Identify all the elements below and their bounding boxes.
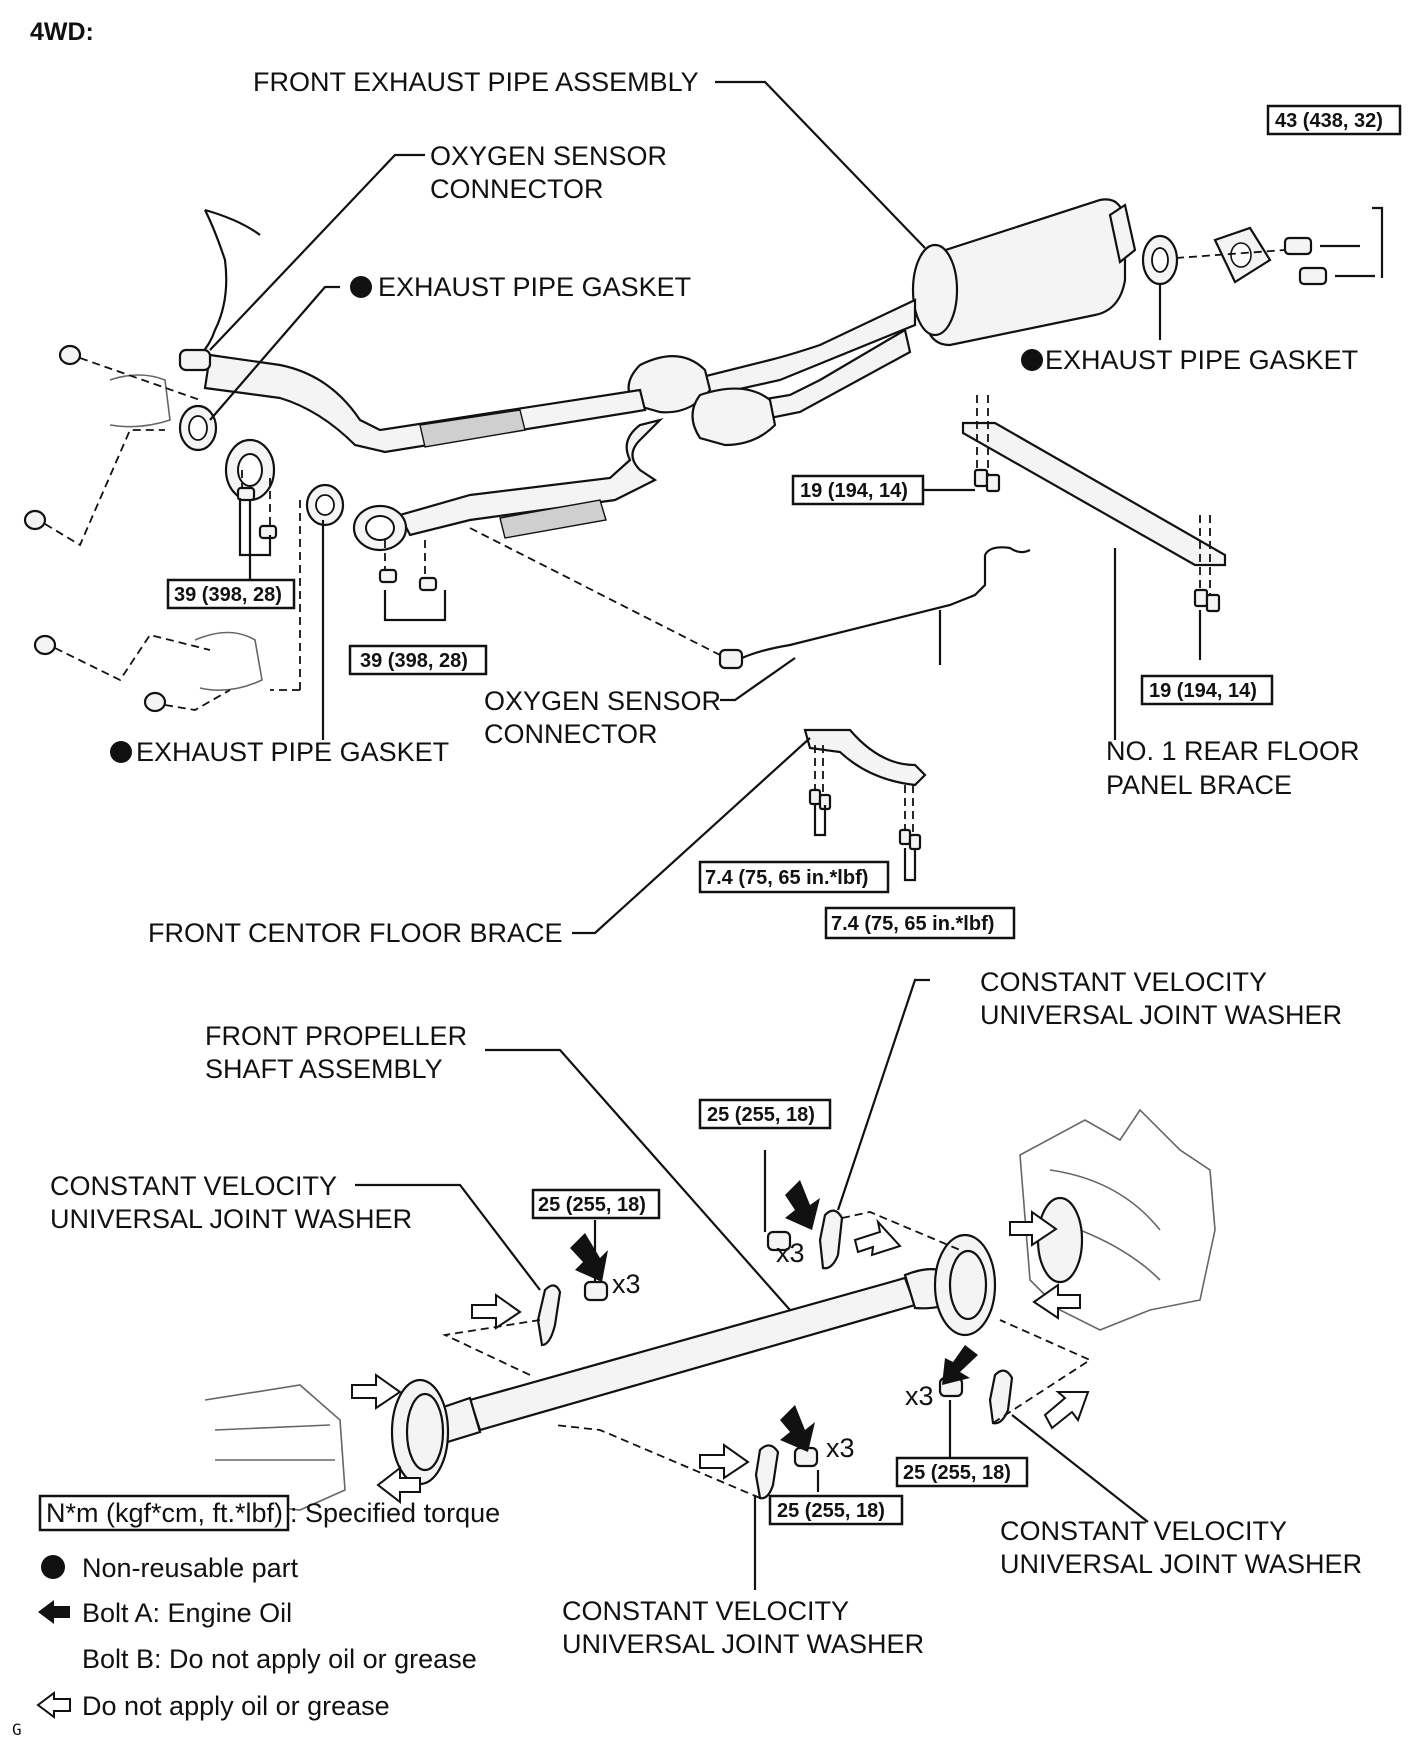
part-labels: FRONT EXHAUST PIPE ASSEMBLY OXYGEN SENSO… (50, 67, 1362, 1659)
oxygen-sensor-mid-part (469, 527, 1031, 670)
front-center-floor-brace-part (803, 728, 927, 851)
label-exhaust-pipe-gasket-right: EXHAUST PIPE GASKET (1045, 345, 1358, 375)
torque-19-b: 19 (194, 14) (1149, 680, 1257, 702)
label-exhaust-pipe-gasket-upper: EXHAUST PIPE GASKET (378, 272, 691, 302)
legend-black-arrow-icon (38, 1600, 70, 1624)
propeller-alignment-dashes (441, 1211, 1092, 1499)
legend: N*m (kgf*cm, ft.*lbf) : Specified torque… (12, 1494, 500, 1739)
x3-label: x3 (776, 1238, 805, 1268)
label-exhaust-pipe-gasket-lower: EXHAUST PIPE GASKET (136, 737, 449, 767)
torque-39-a: 39 (398, 28) (174, 584, 282, 606)
x3-label: x3 (612, 1269, 641, 1299)
propeller-bolts (583, 1230, 964, 1468)
torque-19-a: 19 (194, 14) (800, 480, 908, 502)
torque-39-b: 39 (398, 28) (360, 650, 468, 672)
label-oxygen-sensor-connector-top-1: OXYGEN SENSOR (430, 141, 667, 171)
label-cvj-washer-d-2: UNIVERSAL JOINT WASHER (562, 1629, 924, 1659)
x3-label: x3 (905, 1381, 934, 1411)
legend-no-oil: Do not apply oil or grease (82, 1691, 390, 1721)
label-oxygen-sensor-connector-top-2: CONNECTOR (430, 174, 604, 204)
label-oxygen-sensor-connector-mid-1: OXYGEN SENSOR (484, 686, 721, 716)
section-title: 4WD: (30, 18, 94, 46)
label-oxygen-sensor-connector-mid-2: CONNECTOR (484, 719, 658, 749)
legend-dot-icon (41, 1555, 65, 1579)
exhaust-manifold-stubs (23, 344, 301, 713)
label-cvj-washer-b-1: CONSTANT VELOCITY (50, 1171, 337, 1201)
label-cvj-washer-a-1: CONSTANT VELOCITY (980, 967, 1267, 997)
legend-unit-box: N*m (kgf*cm, ft.*lbf) (46, 1498, 283, 1528)
x3-label: x3 (826, 1433, 855, 1463)
exhaust-pipe-gasket-right-part (1141, 234, 1179, 286)
torque-25-b: 25 (255, 18) (538, 1194, 646, 1216)
torque-25-d: 25 (255, 18) (777, 1500, 885, 1522)
legend-non-reusable: Non-reusable part (82, 1553, 299, 1583)
no-oil-arrows (351, 1210, 1090, 1505)
label-no1-rear-floor-panel-brace-1: NO. 1 REAR FLOOR (1106, 736, 1360, 766)
bolt-a-arrows (570, 1180, 978, 1452)
label-cvj-washer-d-1: CONSTANT VELOCITY (562, 1596, 849, 1626)
cvj-washer-d-part (988, 1369, 1014, 1425)
torque-43: 43 (438, 32) (1275, 110, 1383, 132)
rear-flange-part (1175, 226, 1375, 286)
non-reusable-dot (350, 276, 372, 298)
cvj-washer-a-part (536, 1284, 562, 1347)
leader-lines (209, 80, 1384, 1590)
no1-rear-floor-panel-brace-part (961, 395, 1227, 613)
label-front-propeller-shaft-1: FRONT PROPELLER (205, 1021, 467, 1051)
label-cvj-washer-b-2: UNIVERSAL JOINT WASHER (50, 1204, 412, 1234)
torque-7-4-b: 7.4 (75, 65 in.*lbf) (831, 913, 994, 935)
legend-bolt-a: Bolt A: Engine Oil (82, 1598, 292, 1628)
label-no1-rear-floor-panel-brace-2: PANEL BRACE (1106, 770, 1292, 800)
label-front-propeller-shaft-2: SHAFT ASSEMBLY (205, 1054, 443, 1084)
legend-bolt-b: Bolt B: Do not apply oil or grease (82, 1644, 477, 1674)
torque-25-c: 25 (255, 18) (903, 1462, 1011, 1484)
multiplier-labels: x3 x3 x3 x3 (612, 1238, 934, 1463)
non-reusable-dot (110, 741, 132, 763)
label-front-exhaust-pipe-assembly: FRONT EXHAUST PIPE ASSEMBLY (253, 67, 699, 97)
legend-unit-text: : Specified torque (290, 1498, 500, 1528)
legend-white-arrow-icon (36, 1691, 71, 1719)
flange-bolts-left (236, 470, 438, 592)
torque-specs: 43 (438, 32) 19 (194, 14) 19 (194, 14) 3… (166, 104, 1402, 1526)
label-cvj-washer-a-2: UNIVERSAL JOINT WASHER (980, 1000, 1342, 1030)
torque-7-4-a: 7.4 (75, 65 in.*lbf) (705, 867, 868, 889)
cvj-washer-b-part (818, 1209, 844, 1270)
label-cvj-washer-c-1: CONSTANT VELOCITY (1000, 1516, 1287, 1546)
front-exhaust-pipe-drawing (178, 198, 1137, 552)
torque-25-a: 25 (255, 18) (707, 1104, 815, 1126)
corner-code: G (12, 1720, 22, 1739)
exhaust-pipe-gasket-upper-part (178, 404, 218, 452)
front-propeller-shaft-part (204, 1108, 1216, 1511)
cvj-washer-c-part (754, 1444, 780, 1500)
label-front-center-floor-brace: FRONT CENTOR FLOOR BRACE (148, 918, 563, 948)
exhaust-pipe-gasket-lower-part (305, 483, 345, 527)
non-reusable-dot (1021, 349, 1043, 371)
label-cvj-washer-c-2: UNIVERSAL JOINT WASHER (1000, 1549, 1362, 1579)
